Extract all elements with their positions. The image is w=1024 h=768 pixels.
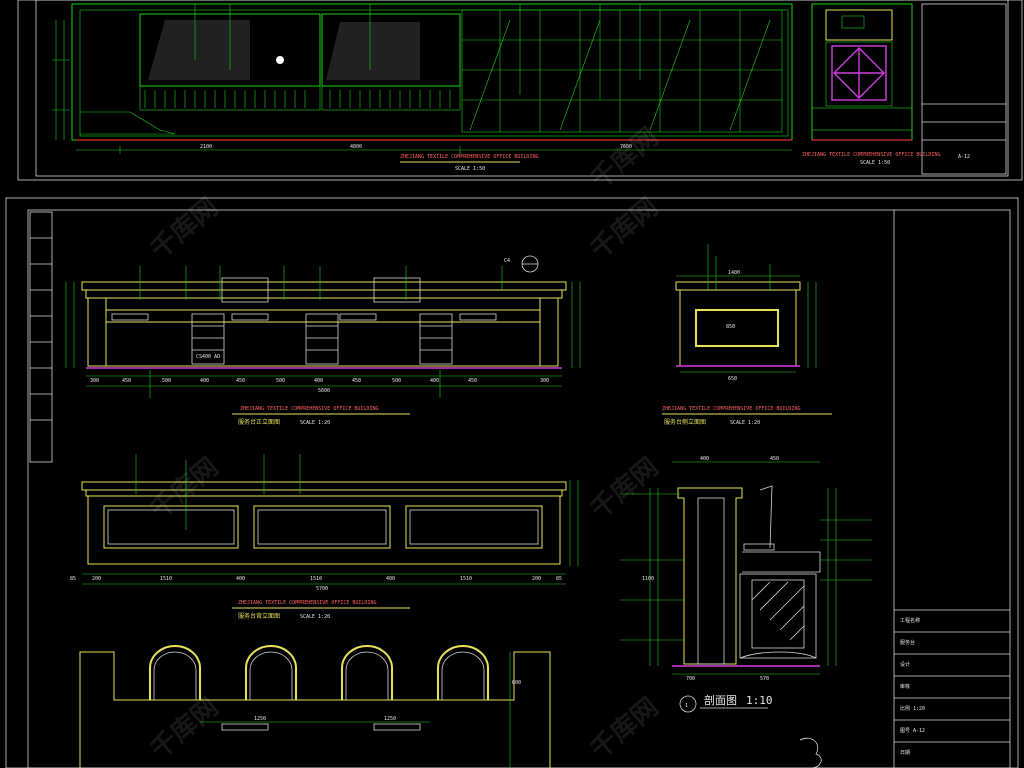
- glass-grid: [461, 9, 783, 133]
- fe-scale: SCALE 1:20: [300, 420, 330, 426]
- be-dim-9: 85: [556, 576, 562, 582]
- section-scale: 1:10: [746, 694, 773, 707]
- se-dim-top: 1400: [728, 270, 740, 276]
- fe-dim-6: 500: [276, 378, 285, 384]
- tb-row-4: 审核: [900, 683, 910, 690]
- svg-text:千库网: 千库网: [585, 122, 664, 195]
- tb-row-6: 图号 A-12: [900, 728, 925, 734]
- top-caption-main: ZHEJIANG TEXTILE COMPREHENSIVE OFFICE BU…: [400, 154, 538, 160]
- plan-view: 1250 1250 600: [79, 645, 551, 768]
- be-caption-cn: 服务台背立面图: [238, 612, 280, 620]
- tb-row-3: 设计: [900, 661, 910, 668]
- be-dim-2: 200: [92, 576, 101, 582]
- section-view: 400 450 1100 700 570 1 剖面图 1:10: [620, 456, 872, 768]
- svg-text:千库网: 千库网: [145, 192, 224, 265]
- se-dim-inner: 850: [726, 324, 735, 330]
- callout-text: C4: [504, 258, 510, 264]
- top-dim-right: 7600: [620, 144, 632, 150]
- fe-dim-total: 5600: [318, 388, 330, 394]
- fe-dim-4: 400: [200, 378, 209, 384]
- tb-row-1: 工程名称: [900, 617, 920, 624]
- dark-panel-1: [148, 20, 250, 80]
- tb-row-7: 日期: [900, 750, 910, 756]
- be-scale: SCALE 1:20: [300, 614, 330, 620]
- drawer-stack-2: [305, 313, 339, 365]
- plan-dim-b: 1250: [384, 716, 396, 722]
- dark-panel-2: [326, 22, 420, 80]
- se-dim-bottom: 650: [728, 376, 737, 382]
- be-dim-6: 400: [386, 576, 395, 582]
- svg-text:千库网: 千库网: [585, 452, 664, 525]
- top-sheet: 2100 4800 7600 ZHEJIANG TEXTILE COMPREHE…: [17, 0, 1023, 181]
- top-scale-main: SCALE 1:50: [455, 166, 485, 172]
- tb-row-5: 比例 1:20: [900, 705, 925, 712]
- svg-text:千库网: 千库网: [145, 692, 224, 765]
- balustrade: [144, 90, 451, 108]
- stairs: [80, 111, 176, 135]
- be-dim-total: 5700: [316, 586, 328, 592]
- fe-dim-1: 300: [90, 378, 99, 384]
- fe-dim-7: 400: [314, 378, 323, 384]
- left-strip: [29, 211, 53, 463]
- fe-dim-12: 300: [540, 378, 549, 384]
- front-elevation: C4 CS400 AD 300 450 500 400 450 500 400 …: [65, 255, 581, 426]
- fe-dim-5: 450: [236, 378, 245, 384]
- fe-dim-9: 500: [392, 378, 401, 384]
- side-elevation: 1400 850 650 ZHEJIANG TEXTILE COMPREHENS…: [662, 244, 832, 426]
- bottom-sheet-outer: [5, 197, 1019, 768]
- be-dim-7: 1510: [460, 576, 472, 582]
- top-dim-mid: 4800: [350, 144, 362, 150]
- back-elevation: 85 200 1510 400 1510 400 1510 200 85 570…: [70, 454, 579, 620]
- be-dim-4: 400: [236, 576, 245, 582]
- marker-dot: [276, 56, 284, 64]
- be-dim-1: 85: [70, 576, 76, 582]
- fe-caption-cn: 服务台正立面图: [238, 418, 280, 426]
- section-label-no: 1: [685, 703, 688, 709]
- monitor-1: [221, 277, 269, 303]
- se-caption-cn: 服务台侧立面图: [664, 418, 706, 426]
- sec-height: 1100: [642, 576, 654, 582]
- tb-row-2: 服务台: [900, 639, 915, 646]
- detail-ref: CS400 AD: [196, 354, 220, 360]
- section-hatch: [751, 581, 805, 641]
- drawer-stack-3: [419, 313, 453, 365]
- sec-dim-bottom-left: 700: [686, 676, 695, 682]
- plan-dim-a: 1250: [254, 716, 266, 722]
- bottom-sheet-inner: [27, 209, 1011, 768]
- top-sheet-no: A-12: [958, 154, 970, 160]
- sec-dim-bottom-right: 570: [760, 676, 769, 682]
- svg-text:千库网: 千库网: [145, 452, 224, 525]
- drawer-stack-1: [191, 313, 225, 365]
- se-caption-en: ZHEJIANG TEXTILE COMPREHENSIVE OFFICE BU…: [662, 406, 800, 412]
- fe-dim-11: 450: [468, 378, 477, 384]
- door-ornament: [831, 45, 887, 101]
- svg-text:千库网: 千库网: [585, 692, 664, 765]
- monitor-2: [373, 277, 421, 303]
- be-caption-en: ZHEJIANG TEXTILE COMPREHENSIVE OFFICE BU…: [238, 600, 376, 606]
- svg-text:千库网: 千库网: [585, 192, 664, 265]
- title-block: 工程名称 服务台 设计 审核 比例 1:20 图号 A-12 日期: [893, 210, 1010, 768]
- watermark-group: 千库网 千库网 千库网 千库网 千库网 千库网 千库网: [145, 122, 664, 765]
- section-label-circle: [679, 695, 697, 713]
- fe-dim-8: 450: [352, 378, 361, 384]
- top-dim-left: 2100: [200, 144, 212, 150]
- top-scale-right: SCALE 1:50: [860, 160, 890, 166]
- be-dim-3: 1510: [160, 576, 172, 582]
- section-label-cn: 剖面图: [704, 693, 737, 707]
- be-dim-8: 200: [532, 576, 541, 582]
- plan-dim-c: 600: [512, 680, 521, 686]
- be-dim-5: 1510: [310, 576, 322, 582]
- se-scale: SCALE 1:20: [730, 420, 760, 426]
- sec-dim-top-right: 450: [770, 456, 779, 462]
- fe-dim-10: 400: [430, 378, 439, 384]
- fe-dim-2: 450: [122, 378, 131, 384]
- sec-dim-top-left: 400: [700, 456, 709, 462]
- fe-dim-3: 500: [162, 378, 171, 384]
- top-caption-right: ZHEJIANG TEXTILE COMPREHENSIVE OFFICE BU…: [802, 152, 940, 158]
- molding-profile: [799, 737, 822, 768]
- fe-caption-en: ZHEJIANG TEXTILE COMPREHENSIVE OFFICE BU…: [240, 406, 378, 412]
